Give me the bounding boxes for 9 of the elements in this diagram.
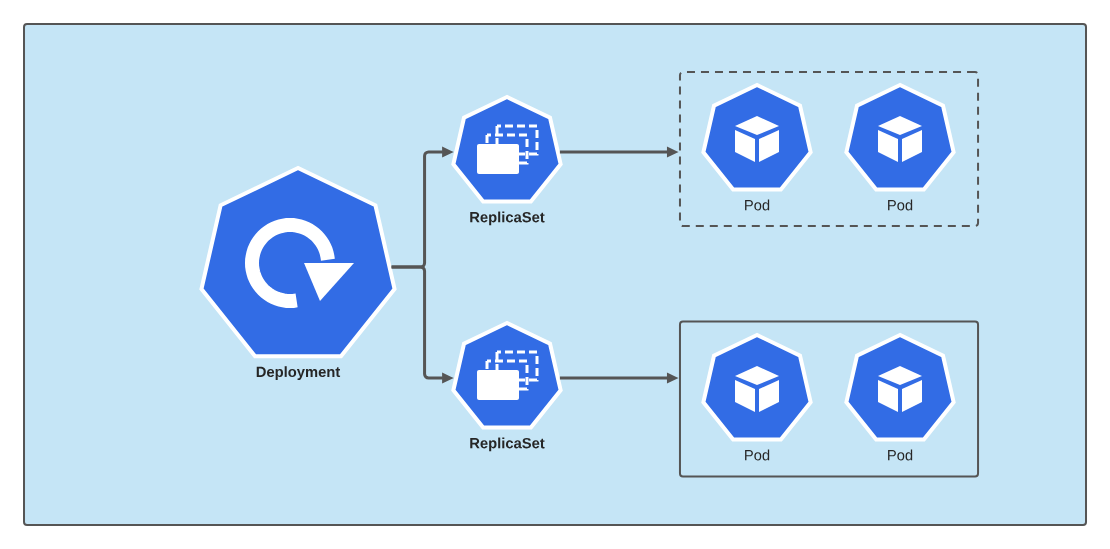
node-label: ReplicaSet: [470, 211, 545, 226]
node-label: Pod: [888, 199, 913, 211]
node-label: Deployment: [256, 366, 341, 380]
node-label: Pod: [888, 449, 913, 461]
node-label: Pod: [745, 199, 770, 211]
node-label: Pod: [745, 449, 770, 461]
group-box: [678, 320, 980, 478]
node-label: ReplicaSet: [470, 437, 545, 452]
dashed-group-box: [678, 71, 980, 228]
